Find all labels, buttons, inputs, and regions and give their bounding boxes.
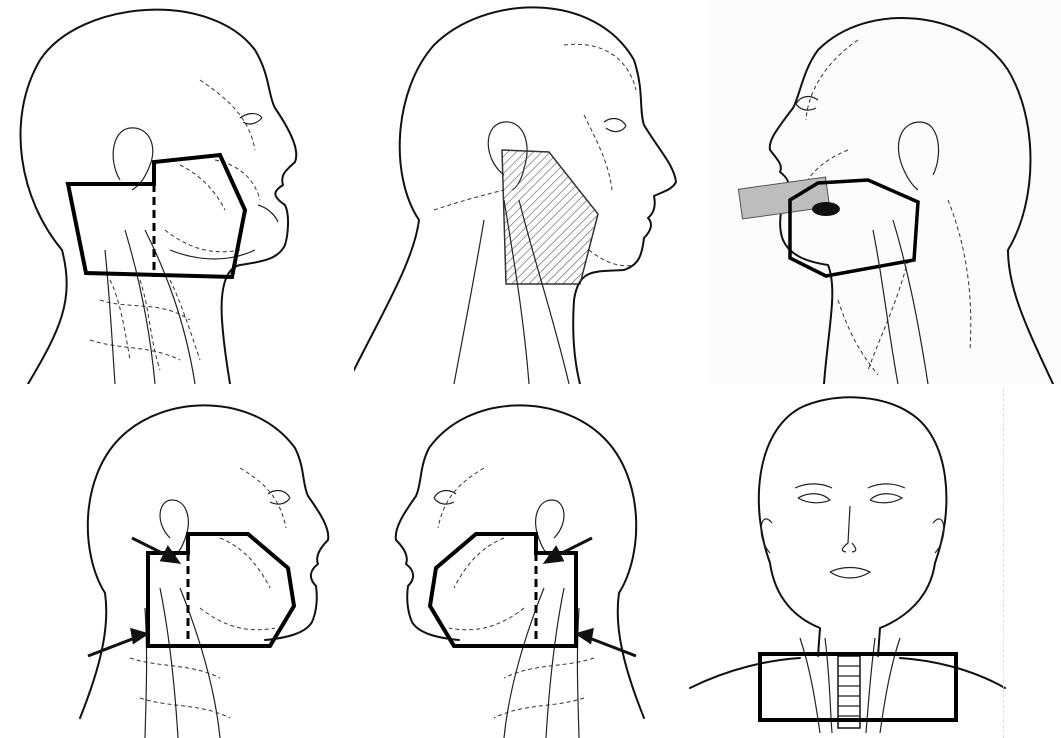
radiation-field-outline (760, 654, 956, 720)
ear (898, 122, 938, 190)
eye (796, 97, 818, 111)
head-diagram-1 (0, 0, 354, 384)
neck-lines (873, 220, 928, 384)
head-outline (759, 397, 947, 656)
eye (268, 491, 290, 505)
mandible (170, 205, 278, 259)
head-outline (20, 10, 296, 384)
trachea (838, 656, 860, 728)
nose (842, 506, 855, 552)
inner-anatomy (130, 468, 286, 718)
panel-lateral-field-1 (0, 0, 354, 384)
head-diagram-6 (680, 388, 1010, 738)
tongue-marker (812, 202, 840, 216)
panel-anterior-field (680, 388, 1010, 738)
arrow-upper-icon (132, 538, 178, 562)
mouth (830, 568, 870, 579)
eye (240, 114, 262, 125)
hatched-field (502, 150, 598, 284)
eye (604, 119, 626, 132)
head-diagram-3 (708, 0, 1061, 384)
mirrored-field-diagram (372, 388, 664, 738)
arrow-lower-icon (88, 630, 146, 656)
head-diagram-5 (372, 388, 664, 738)
ear (160, 500, 188, 556)
head-outline (80, 405, 328, 718)
panel-oral-field (708, 0, 1061, 384)
panel-arrowed-field-left (372, 388, 664, 738)
brows (795, 484, 905, 488)
inner-anatomy (90, 80, 260, 370)
head-diagram-2 (354, 0, 708, 384)
panel-arrowed-field-right (60, 388, 350, 738)
eyes (798, 494, 902, 503)
panel-divider (1003, 388, 1005, 738)
tracheal-rings (838, 666, 860, 716)
ear (113, 128, 153, 190)
panel-hatched-field (354, 0, 708, 384)
head-diagram-4 (60, 388, 350, 738)
neck-lines (145, 588, 220, 738)
